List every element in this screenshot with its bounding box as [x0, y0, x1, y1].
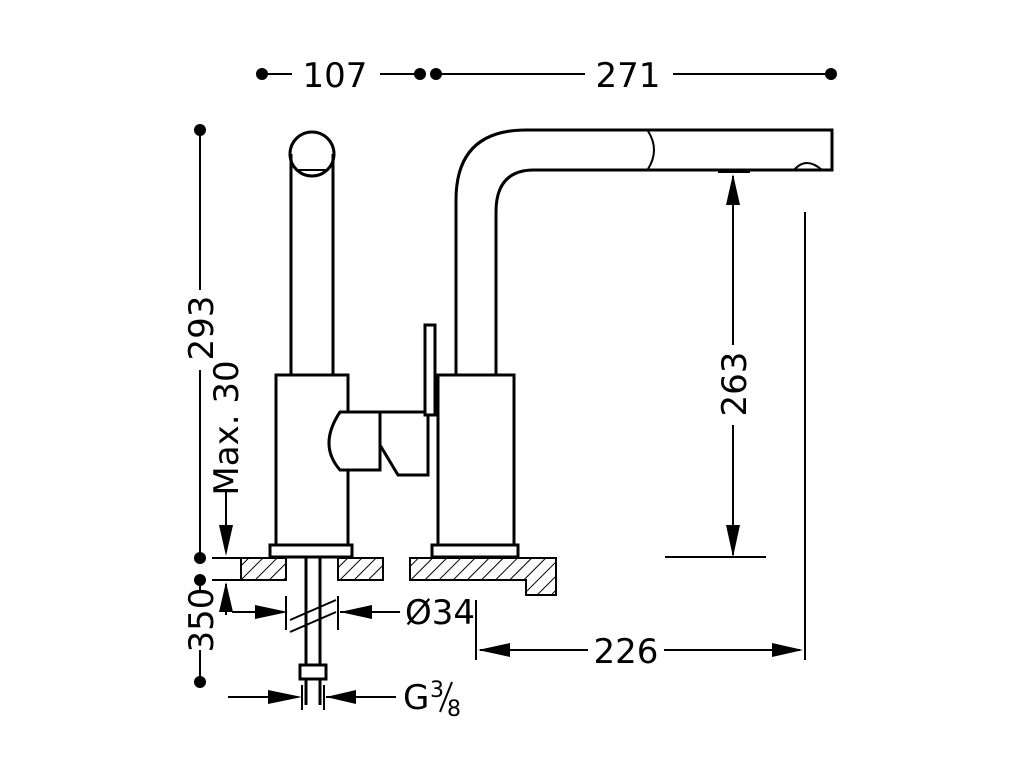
base-width-label: 107: [303, 56, 368, 96]
pipe-length-label: 350: [182, 588, 222, 653]
spout: [430, 128, 834, 559]
total-height-label: 293: [182, 296, 222, 361]
thread-dimension: G 3 8: [228, 678, 461, 722]
pipe-connector: [298, 663, 328, 681]
dimension-endpoint: [414, 68, 426, 80]
left-dimension: 293 350: [182, 124, 222, 688]
deck-hatch-right: [409, 557, 557, 596]
mixer-body: [268, 130, 354, 559]
dimension-endpoint: [194, 676, 206, 688]
arrow-head: [268, 690, 302, 704]
outlet-offset-dimension: 226: [475, 212, 806, 672]
lever-handle: [327, 323, 437, 477]
lever-knob: [327, 410, 382, 472]
deck-section: [240, 557, 557, 596]
lever-blade: [423, 323, 437, 417]
pipe-break-mark: [289, 599, 337, 621]
deck-thickness-dimension: Max. 30: [207, 360, 247, 615]
deck-hatch-left: [240, 557, 287, 581]
arrow-head: [219, 582, 233, 612]
max-deck-label: Max. 30: [207, 360, 247, 495]
thread-denominator: 8: [447, 697, 461, 722]
spout-arm: [454, 128, 834, 375]
top-dimension: 107 271: [256, 56, 837, 96]
pipe-break-mark: [289, 611, 337, 633]
thread-label: G: [403, 678, 429, 718]
arrow-head: [219, 525, 233, 556]
dimension-endpoint: [194, 552, 206, 564]
spout-base-flange: [430, 543, 520, 559]
fraction-slash: [439, 681, 453, 713]
body-base-flange: [268, 543, 354, 559]
outlet-offset-label: 226: [594, 632, 659, 672]
spout-height-label: 263: [715, 352, 755, 417]
dimension-endpoint: [825, 68, 837, 80]
arrow-head: [772, 643, 803, 657]
deck-hatch-middle: [337, 557, 384, 581]
lever-arm: [378, 410, 430, 477]
spout-reach-label: 271: [596, 56, 661, 96]
spout-body-block: [436, 373, 516, 547]
aerator: [793, 162, 823, 171]
thread-numerator: 3: [430, 678, 444, 703]
arrow-head: [255, 605, 288, 619]
spout-joint: [647, 130, 655, 170]
spout-height-dimension: 263: [665, 171, 766, 558]
supply-pipe: [289, 557, 337, 705]
hole-diameter-dimension: Ø34: [232, 593, 475, 633]
hole-diameter-label: Ø34: [405, 593, 475, 633]
arrow-head: [726, 525, 740, 557]
